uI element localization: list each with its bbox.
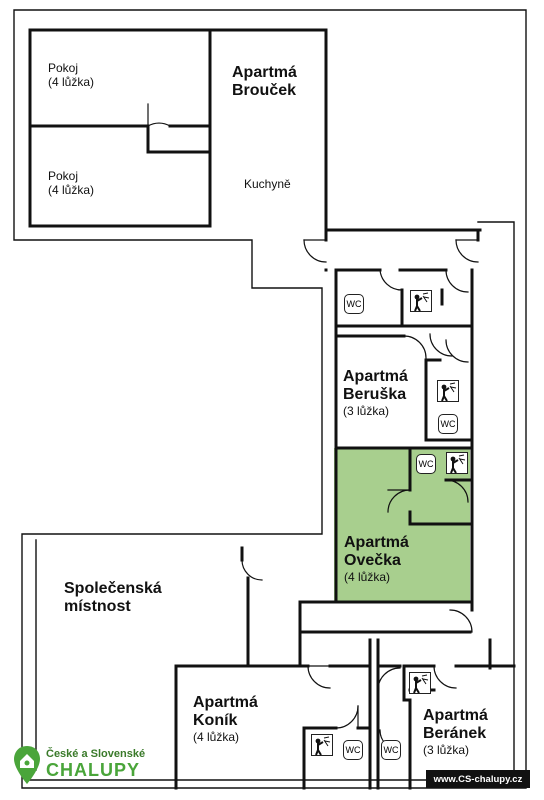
room-line1: Apartmá xyxy=(344,534,409,551)
room-beds: (4 lůžka) xyxy=(344,569,391,584)
room-beds: (3 lůžka) xyxy=(423,742,470,757)
room-line2: Koník xyxy=(193,712,238,730)
room-line2: místnost xyxy=(64,598,131,616)
room-line1: Apartmá xyxy=(193,694,258,711)
room-line1: Apartmá xyxy=(232,64,297,81)
room-line1: Společenská xyxy=(64,580,162,597)
room-beds: (4 lůžka) xyxy=(48,74,95,89)
shower-icon xyxy=(437,380,459,402)
wc-icon: WC xyxy=(438,414,458,434)
wc-icon: WC xyxy=(344,294,364,314)
logo-top-text: České a Slovenské xyxy=(46,748,146,760)
wc-label: WC xyxy=(383,745,399,755)
wc-icon: WC xyxy=(381,740,401,760)
location-pin-icon xyxy=(14,746,40,784)
shower-icon xyxy=(409,672,431,694)
room-line2: Beruška xyxy=(343,386,407,404)
room-beds: (3 lůžka) xyxy=(343,403,390,418)
room-line2: Ovečka xyxy=(344,552,401,570)
logo: České a Slovenské CHALUPY xyxy=(12,740,172,792)
walls xyxy=(13,9,527,790)
wc-label: WC xyxy=(346,299,362,309)
room-line2: Brouček xyxy=(232,82,297,100)
room-beruska: Apartmá Beruška (3 lůžka) xyxy=(343,368,408,419)
room-broucek: Apartmá Brouček xyxy=(232,64,297,101)
room-beds: (4 lůžka) xyxy=(193,729,240,744)
wc-icon: WC xyxy=(343,740,363,760)
logo-main-text: CHALUPY xyxy=(46,760,141,780)
room-kuchyne: Kuchyně xyxy=(244,177,291,192)
room-konik: Apartmá Koník (4 lůžka) xyxy=(193,694,258,745)
shower-icon xyxy=(446,452,468,474)
wc-label: WC xyxy=(418,459,434,469)
room-beranek: Apartmá Beránek (3 lůžka) xyxy=(423,707,488,758)
room-pokoj-2: Pokoj (4 lůžka) xyxy=(48,169,95,198)
room-line1: Apartmá xyxy=(423,707,488,724)
shower-icon xyxy=(311,734,333,756)
room-beds: (4 lůžka) xyxy=(48,182,95,197)
room-ovecka: Apartmá Ovečka (4 lůžka) xyxy=(344,534,409,585)
room-name: Pokoj xyxy=(48,169,79,183)
room-line1: Apartmá xyxy=(343,368,408,385)
room-pokoj-1: Pokoj (4 lůžka) xyxy=(48,61,95,90)
room-spolecenska: Společenská místnost xyxy=(64,580,162,617)
wc-label: WC xyxy=(345,745,361,755)
website-url[interactable]: www.CS-chalupy.cz xyxy=(426,770,530,788)
wc-label: WC xyxy=(440,419,456,429)
wc-icon: WC xyxy=(416,454,436,474)
room-line2: Beránek xyxy=(423,725,487,743)
room-name: Pokoj xyxy=(48,61,79,75)
room-name: Kuchyně xyxy=(244,177,291,191)
shower-icon xyxy=(410,290,432,312)
